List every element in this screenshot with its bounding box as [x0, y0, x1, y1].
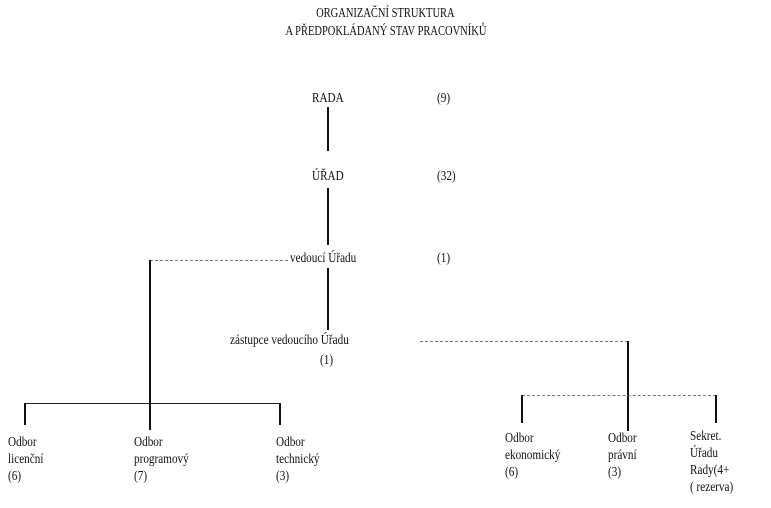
dashed-connector	[420, 341, 628, 342]
node-zastupce: zástupce vedoucího Úřadu	[230, 333, 349, 348]
dashed-connector	[522, 395, 716, 396]
department-ekonomicky: Odbor ekonomický (6)	[505, 431, 561, 480]
node-zastupce-count: (1)	[320, 353, 334, 368]
title-line-1: ORGANIZAČNÍ STRUKTURA	[316, 6, 455, 21]
connector	[521, 395, 523, 423]
title-line-2: A PŘEDPOKLÁDANÝ STAV PRACOVNÍKŮ	[285, 24, 486, 39]
department-sekretariat: Sekret. Úřadu Rady(4+ ( rezerva)	[690, 429, 734, 495]
department-programovy: Odbor programový (7)	[134, 435, 189, 484]
connector	[627, 341, 629, 431]
node-vedouci: vedoucí Úřadu	[290, 251, 357, 266]
node-urad-count: (32)	[437, 169, 456, 184]
node-vedouci-count: (1)	[437, 251, 451, 266]
dashed-connector	[150, 260, 288, 261]
connector	[279, 403, 281, 425]
connector	[327, 107, 329, 151]
connector	[715, 395, 717, 423]
node-rada: RADA	[312, 91, 344, 106]
connector	[327, 268, 329, 330]
node-rada-count: (9)	[437, 91, 451, 106]
connector	[25, 403, 281, 404]
department-licencni: Odbor licenční (6)	[8, 435, 44, 484]
department-technicky: Odbor technický (3)	[276, 435, 320, 484]
connector	[149, 260, 151, 430]
node-urad: ÚŘAD	[312, 169, 344, 184]
department-pravni: Odbor právní (3)	[608, 431, 637, 480]
connector	[327, 188, 329, 245]
connector	[24, 403, 26, 425]
